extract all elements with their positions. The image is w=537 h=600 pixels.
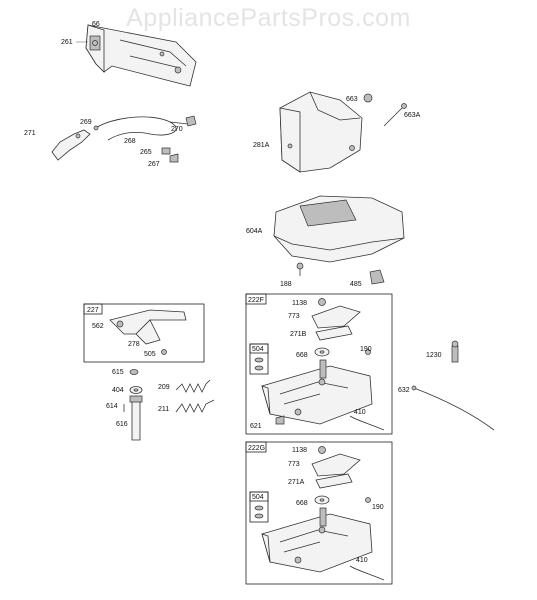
callout-410-a: 410 xyxy=(354,409,366,416)
callout-663A: 663A xyxy=(404,112,421,119)
callout-281A: 281A xyxy=(253,142,270,149)
callout-614: 614 xyxy=(106,403,118,410)
group-label-222F: 222F xyxy=(248,297,264,304)
callout-663: 663 xyxy=(346,96,358,103)
callout-267: 267 xyxy=(148,161,160,168)
callout-632: 632 xyxy=(398,387,410,394)
callout-270: 270 xyxy=(171,126,183,133)
part-773-g2-lever[interactable] xyxy=(311,453,361,477)
part-632-rod[interactable] xyxy=(411,385,495,431)
part-222G-governor-plate[interactable] xyxy=(261,507,373,573)
group-222G: 222G 504 xyxy=(245,441,393,585)
callout-1138-b: 1138 xyxy=(292,447,307,454)
callout-261: 261 xyxy=(61,39,73,46)
callout-278: 278 xyxy=(128,341,140,348)
callout-621: 621 xyxy=(250,423,262,430)
part-663-bolt[interactable] xyxy=(363,93,373,103)
part-190-g1-screw[interactable] xyxy=(365,349,371,355)
callout-616: 616 xyxy=(116,421,128,428)
callout-604A: 604A xyxy=(246,228,263,235)
part-773-g1-lever[interactable] xyxy=(311,305,361,329)
callout-410-b: 410 xyxy=(356,557,368,564)
part-615-washer[interactable] xyxy=(129,369,139,375)
part-270-clip[interactable] xyxy=(185,115,197,127)
callout-404: 404 xyxy=(112,387,124,394)
part-261-panel[interactable] xyxy=(85,24,197,87)
callout-265: 265 xyxy=(140,149,152,156)
callout-668-a: 668 xyxy=(296,352,308,359)
callout-209: 209 xyxy=(158,384,170,391)
part-410-g1-link[interactable] xyxy=(349,415,385,431)
part-209-spring[interactable] xyxy=(175,379,211,393)
part-1230-fitting[interactable] xyxy=(451,340,459,363)
callout-615: 615 xyxy=(112,369,124,376)
callout-188: 188 xyxy=(280,281,292,288)
part-604A-shroud[interactable] xyxy=(273,195,405,263)
part-268-cable[interactable] xyxy=(93,116,189,141)
callout-190-b: 190 xyxy=(372,504,384,511)
part-485-bracket[interactable] xyxy=(369,269,385,285)
part-271A-lever[interactable] xyxy=(315,473,353,489)
callout-773-b: 773 xyxy=(288,461,300,468)
group-222F: 222F 504 xyxy=(245,293,393,435)
callout-271A: 271A xyxy=(288,479,305,486)
group-label-504-b: 504 xyxy=(252,494,264,501)
group-227: 227 xyxy=(83,303,205,363)
callout-268: 268 xyxy=(124,138,136,145)
callout-1138-a: 1138 xyxy=(292,300,307,307)
callout-66: 66 xyxy=(92,21,100,28)
callout-562: 562 xyxy=(92,323,104,330)
group-label-222G: 222G xyxy=(248,445,265,452)
part-190-g2-screw[interactable] xyxy=(365,497,371,503)
group-label-504-a: 504 xyxy=(252,346,264,353)
callout-505: 505 xyxy=(144,351,156,358)
callout-211: 211 xyxy=(158,406,169,413)
part-668-g2-gear[interactable] xyxy=(314,495,330,505)
callout-271B: 271B xyxy=(290,331,307,338)
part-1138-g2-nut[interactable] xyxy=(318,446,326,454)
part-265-screw[interactable] xyxy=(161,147,171,155)
part-663A-screw[interactable] xyxy=(383,103,407,127)
part-188-bolt[interactable] xyxy=(296,262,304,276)
group-label-227: 227 xyxy=(87,307,99,314)
part-404-washer[interactable] xyxy=(129,386,143,394)
part-271-lever[interactable] xyxy=(51,129,91,161)
part-222F-governor-plate[interactable] xyxy=(261,359,373,425)
part-271B-lever[interactable] xyxy=(315,325,353,341)
part-281A-cover[interactable] xyxy=(279,91,363,173)
callout-668-b: 668 xyxy=(296,500,308,507)
callout-1230: 1230 xyxy=(426,352,442,359)
callout-269: 269 xyxy=(80,119,92,126)
part-267-clip[interactable] xyxy=(169,153,179,163)
callout-773-a: 773 xyxy=(288,313,300,320)
watermark: AppliancePartsPros.com xyxy=(126,4,411,32)
part-1138-g1-nut[interactable] xyxy=(318,298,326,306)
part-668-g1-gear[interactable] xyxy=(314,347,330,357)
callout-190-a: 190 xyxy=(360,346,372,353)
part-616-shaft[interactable] xyxy=(129,395,143,441)
callout-485: 485 xyxy=(350,281,362,288)
part-410-g2-link[interactable] xyxy=(349,565,385,581)
part-621-clip[interactable] xyxy=(275,415,285,425)
part-227-lever-assembly[interactable] xyxy=(109,309,187,355)
callout-271: 271 xyxy=(24,130,36,137)
part-211-spring[interactable] xyxy=(175,399,215,413)
